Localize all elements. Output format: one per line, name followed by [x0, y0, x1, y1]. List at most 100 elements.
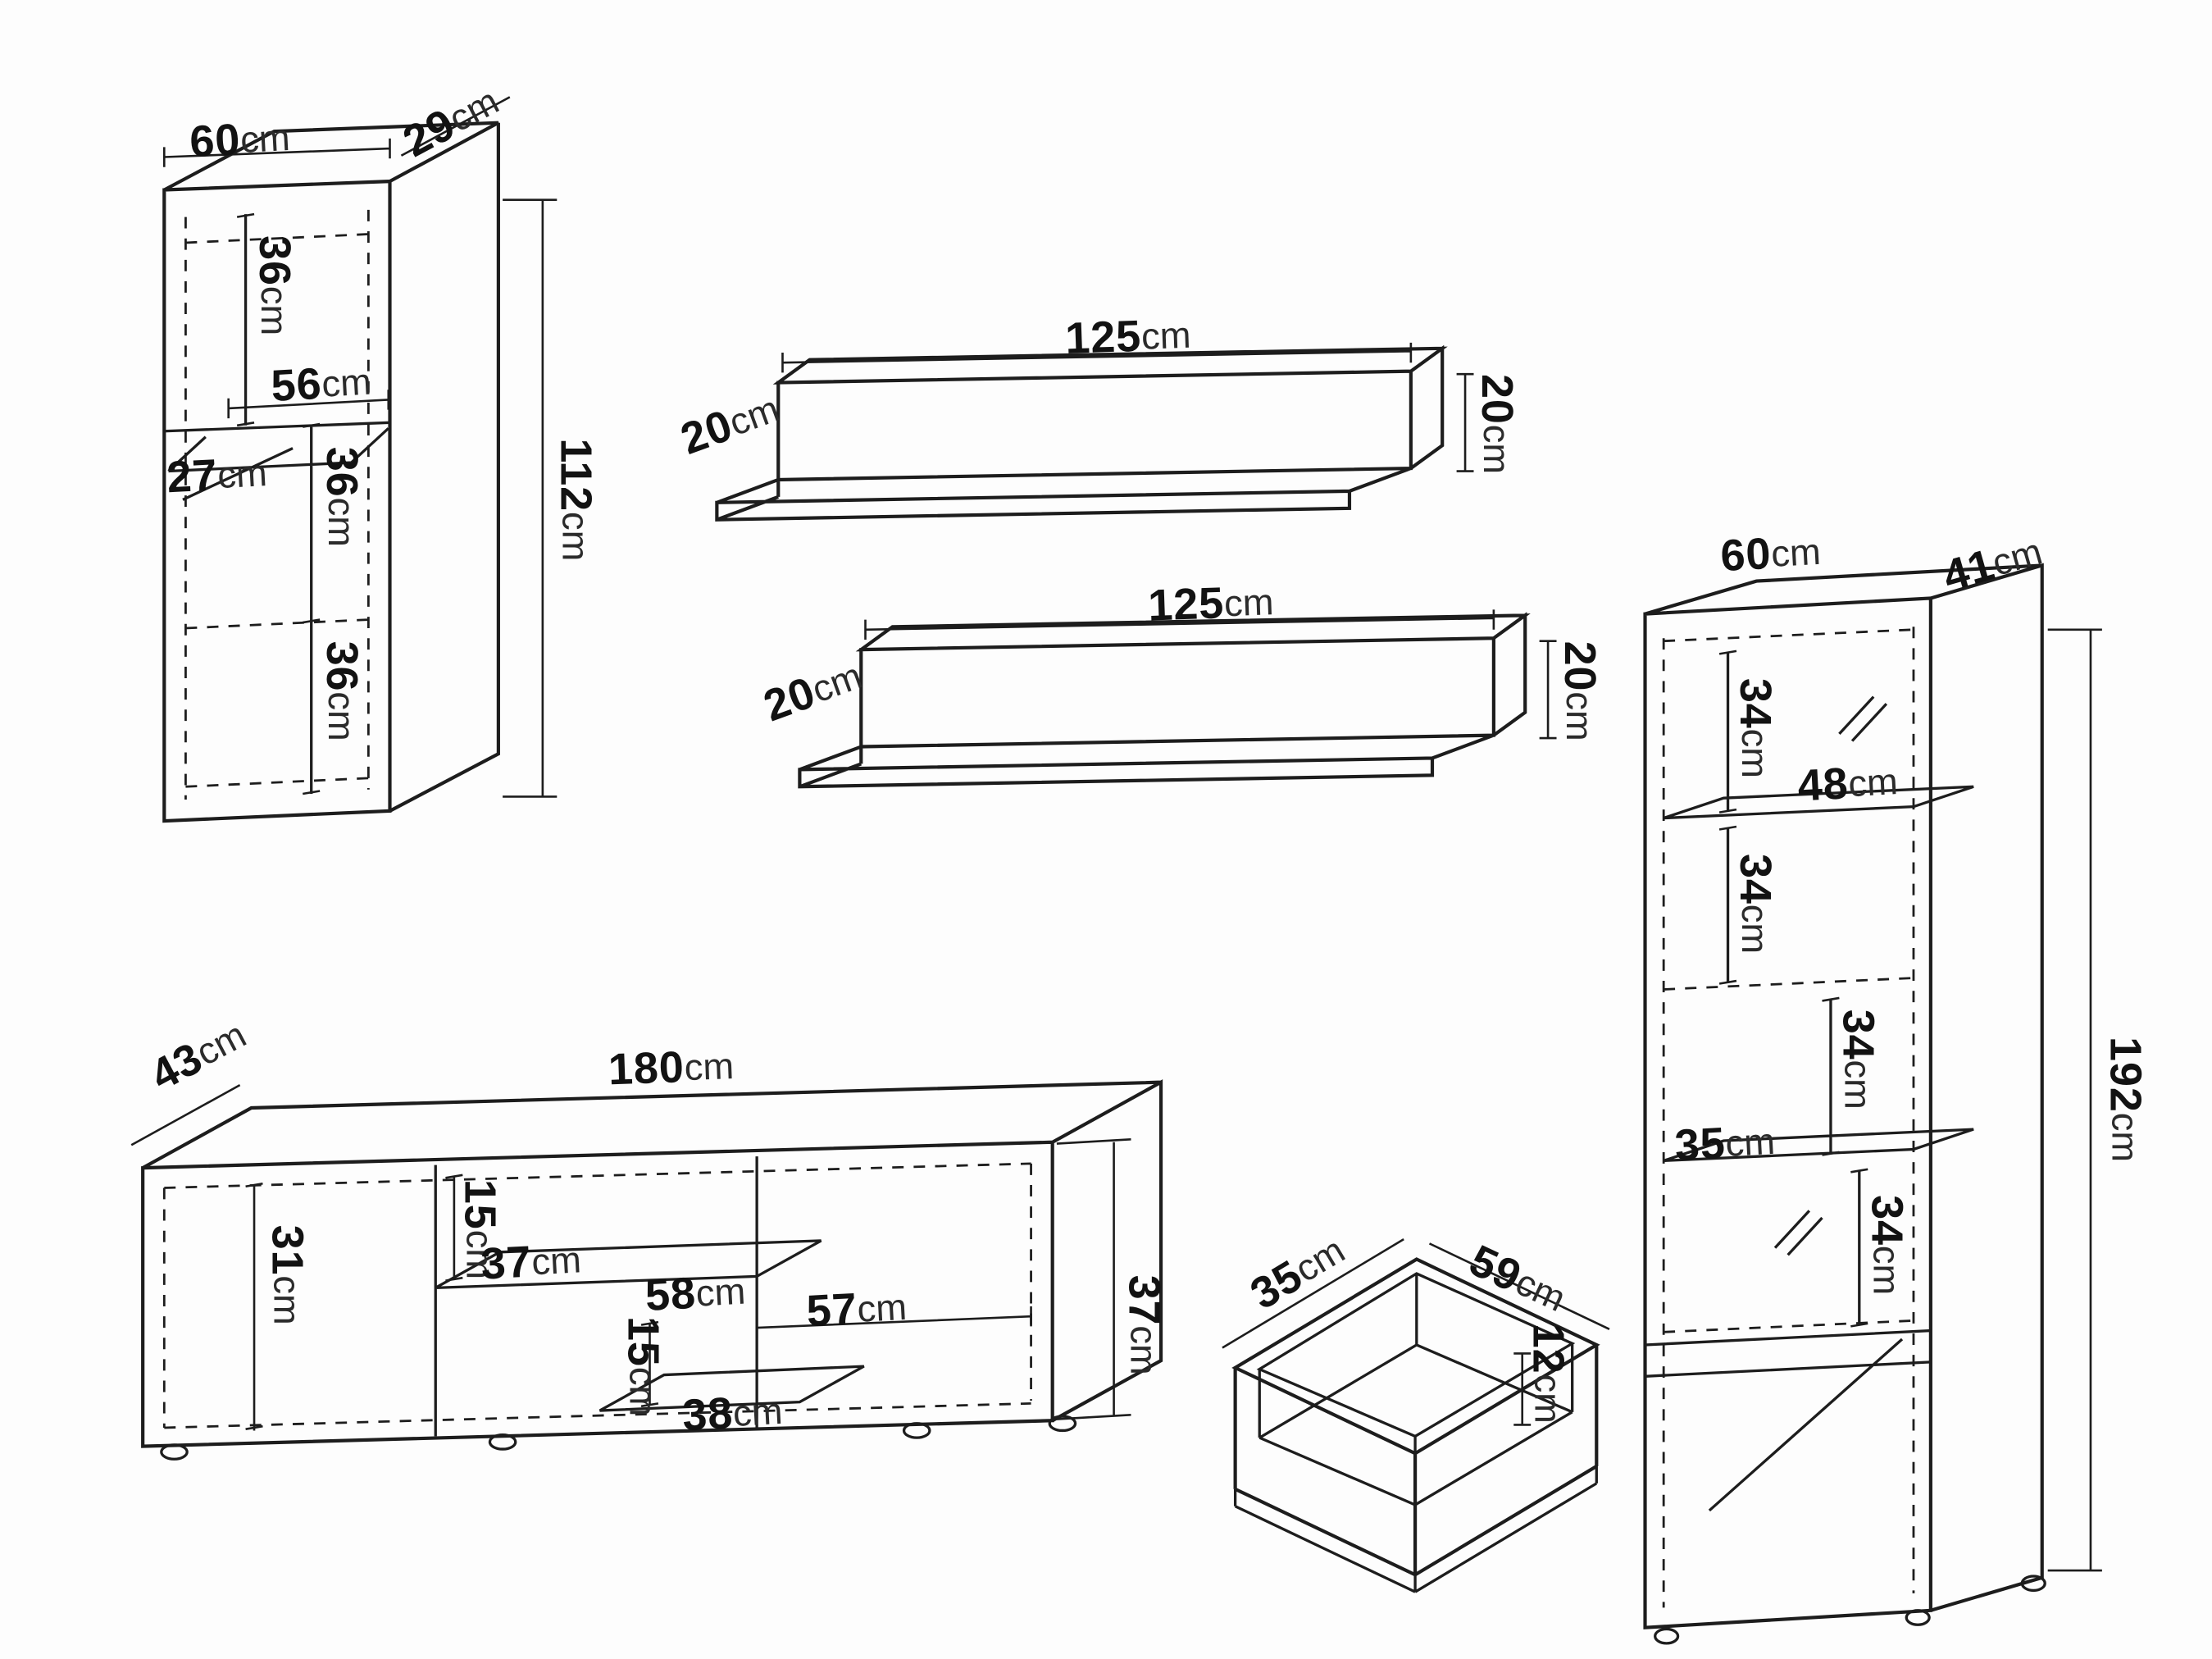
tv-stand-foot: [902, 1422, 931, 1439]
wall-cabinet-top-section-label: 36cm: [250, 235, 299, 335]
dim-value: 36: [317, 447, 366, 498]
dim-unit: cm: [1987, 530, 2046, 584]
tv-stand-foot: [488, 1433, 517, 1451]
dim-value: 31: [262, 1225, 312, 1276]
wall-cabinet-depth-label: 29cm: [395, 76, 507, 166]
display-cabinet: 60cm 41cm 34cm 48cm 34cm 34cm 35cm 34cm …: [1643, 526, 2150, 1645]
dim-value: 192: [2100, 1037, 2150, 1113]
dim-value: 60: [189, 115, 242, 166]
dim-value: 112: [551, 438, 600, 512]
display-cabinet-shelf-width-label: 48cm: [1796, 756, 1899, 810]
wall-cabinet-width-label: 60cm: [189, 112, 291, 166]
wall-cabinet-interior-lines: [164, 214, 390, 794]
wall-shelf-top: 125cm 20cm 20cm: [675, 310, 1522, 520]
wall-cabinet-outline: [162, 121, 500, 823]
tv-stand-lower-shelf-width-label: 38cm: [681, 1386, 784, 1440]
wall-shelf-top-length-label: 125cm: [1064, 310, 1191, 363]
dim-value: 56: [270, 359, 323, 411]
display-cabinet-foot: [1654, 1627, 1680, 1645]
tv-stand-lower-gap-label: 15cm: [618, 1316, 667, 1416]
dim-unit: cm: [216, 452, 268, 496]
dim-unit: cm: [1724, 1120, 1776, 1164]
drawer-interior-lines: [1233, 1272, 1598, 1593]
dim-value: 37: [480, 1237, 533, 1289]
wall-shelf-bottom-depth-label: 20cm: [758, 651, 868, 732]
tv-stand-right-compartment-label: 57cm: [805, 1282, 908, 1336]
display-cabinet-foot: [1905, 1609, 1931, 1626]
dim-value: 35: [1673, 1119, 1727, 1170]
dim-unit: cm: [239, 116, 291, 161]
dim-unit: cm: [621, 1367, 663, 1416]
wall-cabinet-shelf-depth-label: 27cm: [166, 448, 268, 502]
wall-shelf-top-depth-label: 20cm: [675, 384, 785, 464]
wall-shelf-bottom-length-label: 125cm: [1147, 577, 1274, 631]
drawer-height-label: 12cm: [1523, 1324, 1573, 1424]
dim-value: 27: [166, 451, 219, 503]
dim-unit: cm: [321, 498, 362, 547]
tv-stand-upper-shelf-depth-label: 37cm: [480, 1235, 582, 1289]
dim-value: 15: [455, 1179, 504, 1230]
wall-shelf-bottom-height-label: 20cm: [1555, 641, 1604, 741]
drawer-width-label: 59cm: [1462, 1236, 1573, 1323]
dim-unit: cm: [266, 1275, 308, 1324]
tv-stand-top-gap-label: 15cm: [455, 1179, 504, 1279]
dim-unit: cm: [530, 1238, 582, 1283]
dim-value: 36: [317, 641, 366, 692]
display-cabinet-section4-label: 34cm: [1862, 1195, 1911, 1295]
wall-shelf-top-dimension-lines: [781, 342, 1474, 472]
wall-cabinet-dimension-lines: [162, 96, 558, 798]
dim-value: 58: [644, 1269, 697, 1320]
display-cabinet-height-label: 192cm: [2100, 1037, 2150, 1162]
dim-unit: cm: [1734, 905, 1776, 954]
tv-stand: 43cm 180cm 31cm 15cm 37cm 58cm 57cm 15cm…: [130, 1014, 1168, 1461]
dim-value: 36: [250, 235, 299, 286]
dim-value: 180: [608, 1042, 685, 1094]
dim-unit: cm: [732, 1390, 784, 1434]
dim-value: 60: [1719, 529, 1773, 581]
dim-unit: cm: [2104, 1113, 2146, 1162]
display-cabinet-section1-label: 34cm: [1731, 678, 1780, 778]
wall-cabinet-middle-section-label: 36cm: [317, 447, 366, 547]
dim-unit: cm: [459, 1230, 501, 1279]
display-cabinet-depth-label: 41cm: [1937, 526, 2047, 601]
tv-stand-height-label: 37cm: [1119, 1275, 1168, 1375]
dim-value: 34: [1862, 1195, 1911, 1246]
display-cabinet-width-label: 60cm: [1719, 526, 1822, 581]
dim-value: 34: [1731, 854, 1780, 905]
dim-value: 125: [1064, 312, 1142, 363]
dim-unit: cm: [1476, 425, 1518, 474]
display-cabinet-dimension-lines: [1718, 628, 2102, 1572]
wall-shelf-bottom-dimension-lines: [864, 609, 1557, 740]
dim-value: 15: [618, 1316, 667, 1367]
tv-stand-width-label: 180cm: [608, 1041, 735, 1094]
drawer: 35cm 59cm 12cm: [1222, 1228, 1610, 1593]
dim-value: 34: [1731, 678, 1780, 729]
tv-stand-dimension-lines: [130, 1083, 1131, 1431]
tv-stand-interior-height-label: 31cm: [262, 1225, 312, 1325]
dim-unit: cm: [1770, 531, 1822, 575]
dim-unit: cm: [694, 1270, 746, 1315]
display-cabinet-section2-label: 34cm: [1731, 854, 1780, 954]
wall-cabinet-shelf-width-label: 56cm: [270, 357, 372, 411]
dim-value: 20: [1555, 641, 1604, 692]
display-cabinet-shelf2-width-label: 35cm: [1673, 1116, 1776, 1170]
dim-unit: cm: [554, 512, 596, 561]
wall-shelf-top-height-label: 20cm: [1472, 374, 1522, 474]
dim-unit: cm: [1140, 314, 1191, 358]
dim-unit: cm: [253, 286, 295, 335]
dim-value: 34: [1833, 1010, 1882, 1060]
dim-value: 38: [681, 1388, 735, 1440]
tv-stand-foot: [1048, 1415, 1077, 1433]
dim-unit: cm: [1123, 1325, 1165, 1374]
dim-value: 57: [805, 1284, 858, 1336]
tv-stand-foot: [160, 1443, 189, 1461]
dim-unit: cm: [1865, 1246, 1907, 1295]
dim-unit: cm: [1734, 729, 1776, 778]
dim-unit: cm: [1223, 581, 1274, 624]
dim-unit: cm: [1837, 1060, 1879, 1110]
wall-cabinet-bottom-section-label: 36cm: [317, 641, 366, 741]
wall-shelf-bottom: 125cm 20cm 20cm: [758, 577, 1604, 787]
tv-stand-upper-shelf-width-label: 58cm: [644, 1266, 746, 1320]
dim-unit: cm: [684, 1045, 735, 1088]
